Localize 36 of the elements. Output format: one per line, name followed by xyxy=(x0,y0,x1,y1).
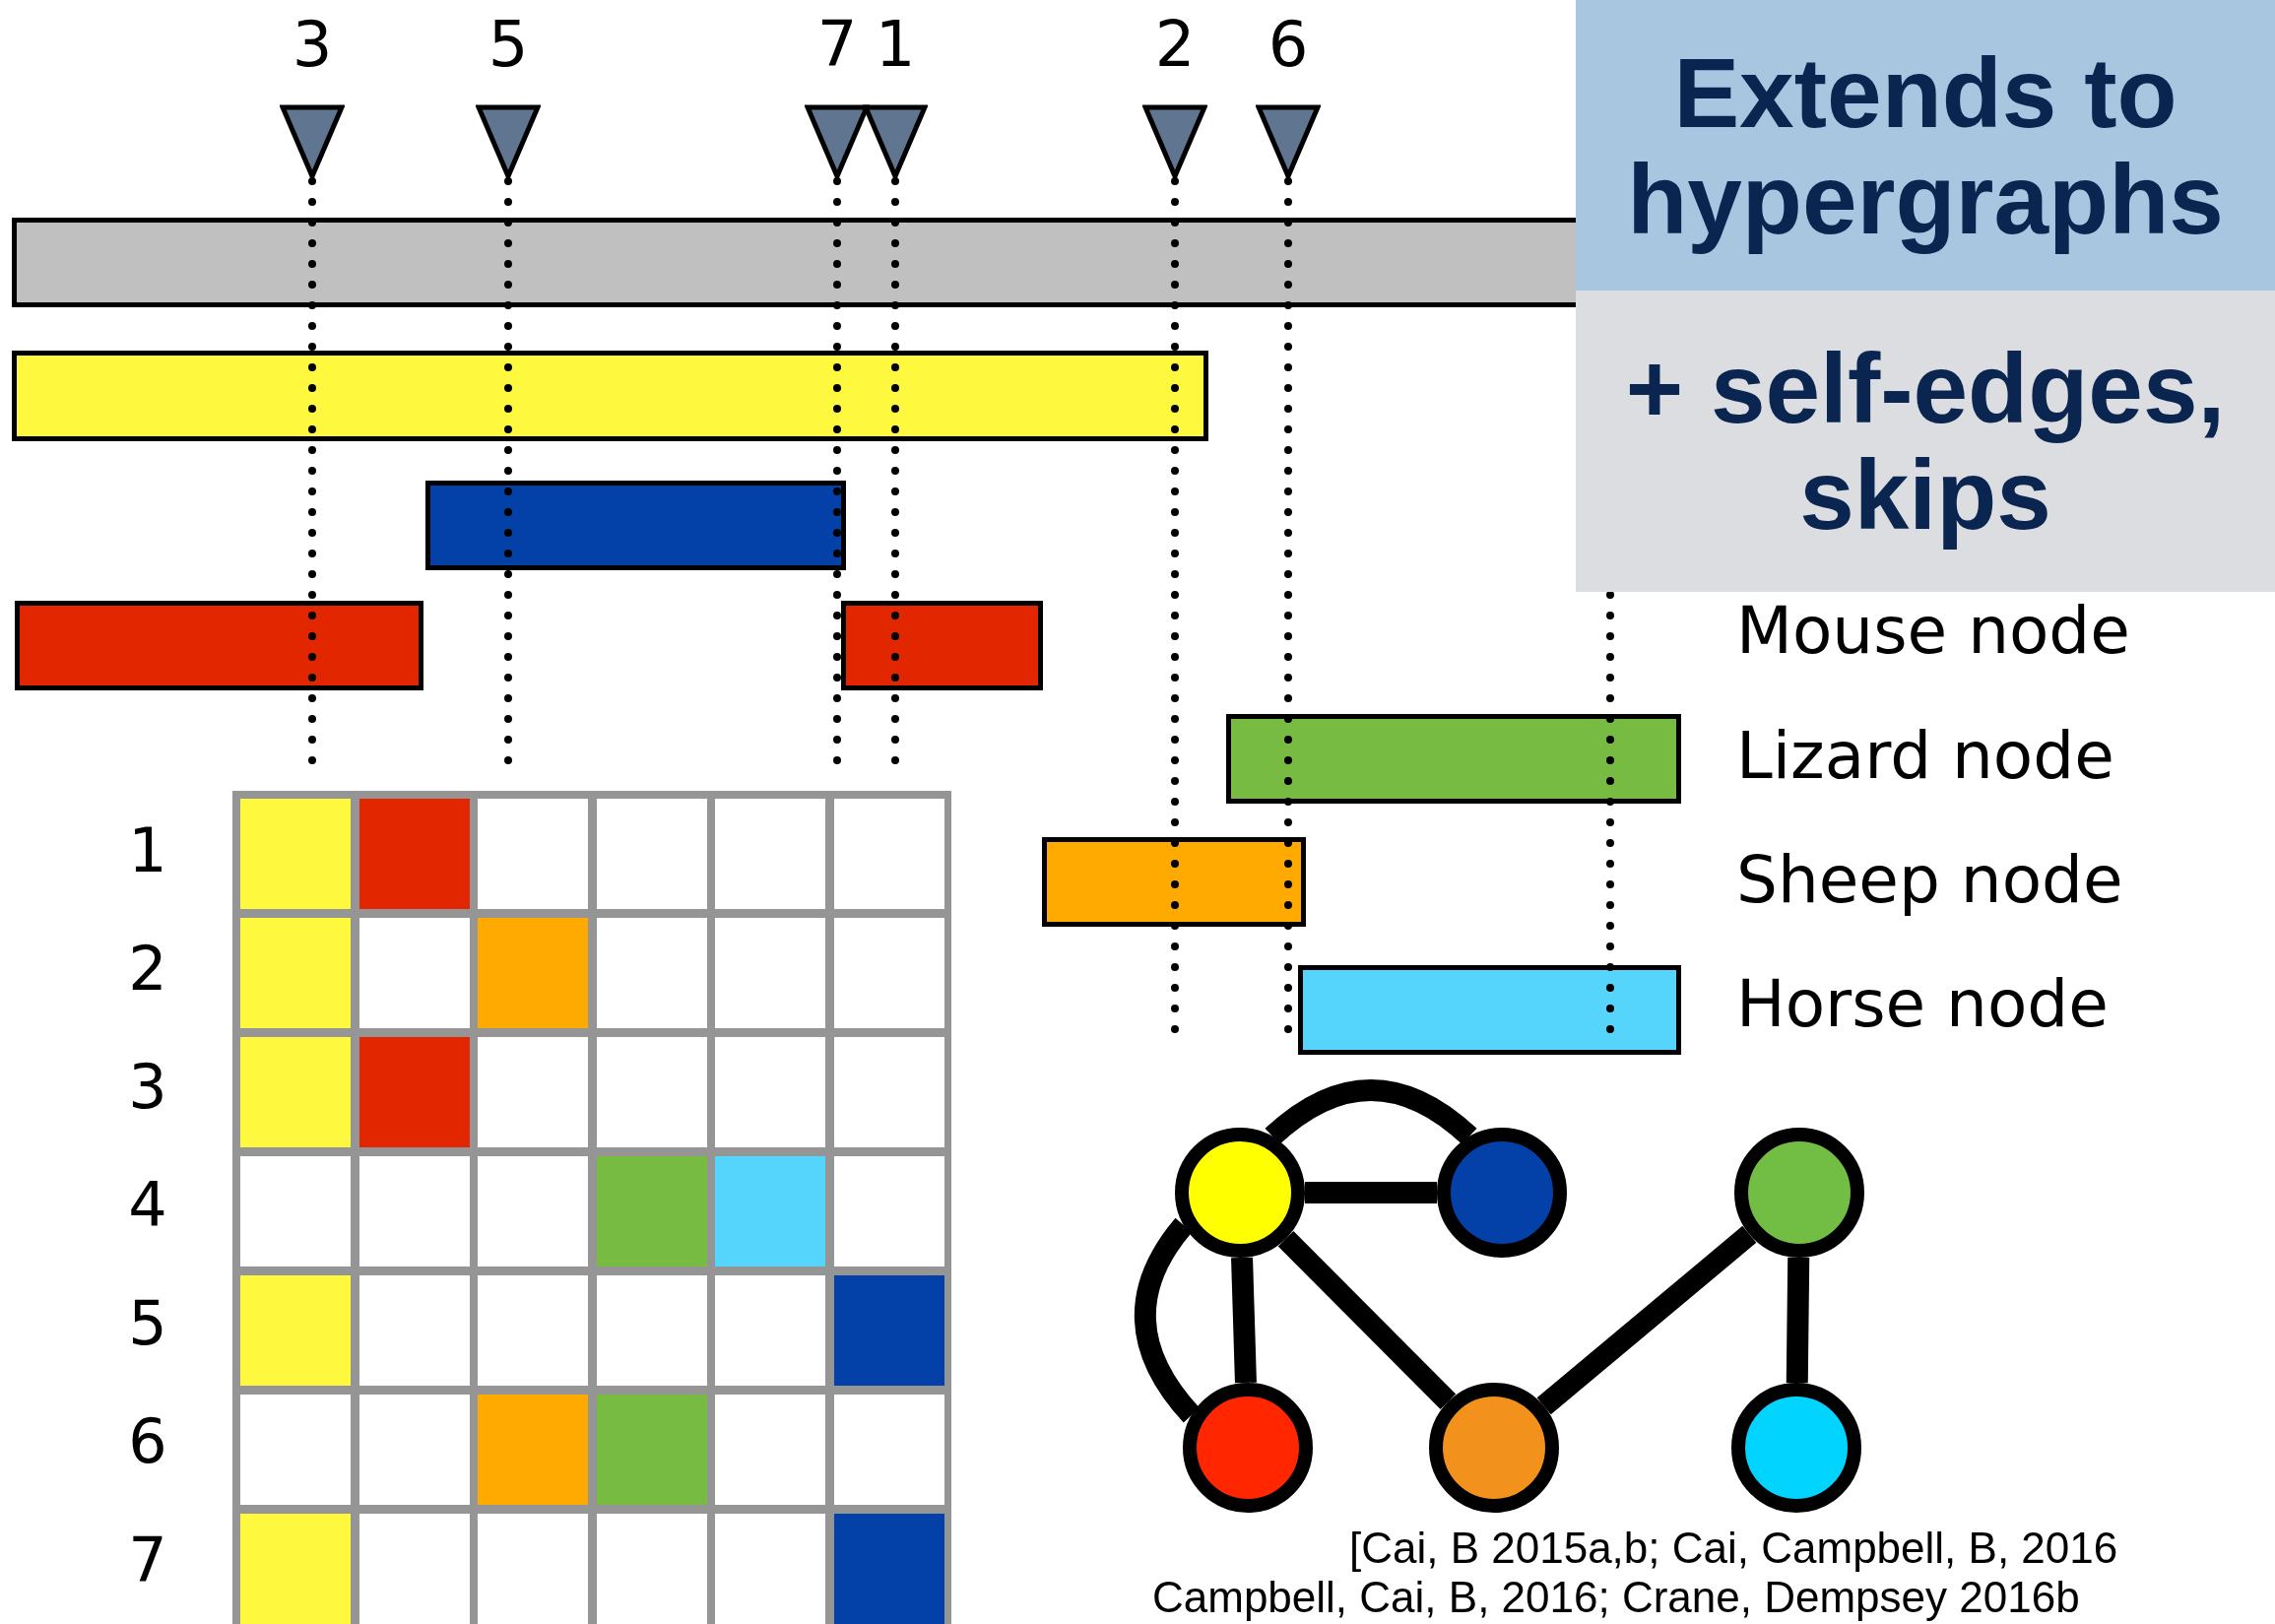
callout-box: Extends to hypergraphs xyxy=(1576,0,2275,291)
graph-edge xyxy=(1305,1182,1437,1203)
row-number: 5 xyxy=(127,1290,168,1358)
interval-bar xyxy=(841,601,1043,690)
marker-number: 2 xyxy=(1153,8,1197,81)
marker-number: 3 xyxy=(291,8,334,81)
marker-number: 1 xyxy=(874,8,917,81)
interval-bar xyxy=(1226,714,1681,804)
node-type-label: Lizard node xyxy=(1736,721,2114,793)
row-number: 4 xyxy=(127,1172,168,1240)
row-number: 1 xyxy=(127,817,168,885)
marker-number: 6 xyxy=(1267,8,1310,81)
marker-number: 5 xyxy=(487,8,530,81)
row-number: 3 xyxy=(127,1054,168,1122)
callout-box: + self-edges, skips xyxy=(1576,291,2275,592)
row-number: 6 xyxy=(127,1408,168,1476)
graph-edge xyxy=(1134,1218,1201,1423)
interval-bar xyxy=(1298,965,1681,1055)
marker-number: 7 xyxy=(815,8,859,81)
graph-edge xyxy=(1277,1231,1457,1409)
interval-bar xyxy=(12,218,1576,307)
node-type-label: Mouse node xyxy=(1736,596,2130,668)
interval-bar xyxy=(1042,837,1306,927)
graph-edge xyxy=(1536,1225,1757,1415)
citation-text: [Cai, B 2015a,b; Cai, Campbell, B, 2016 xyxy=(1349,1525,2118,1573)
interval-bar xyxy=(12,351,1208,441)
row-number: 7 xyxy=(127,1527,168,1594)
graph-edge xyxy=(1265,1078,1477,1145)
node-type-label: Sheep node xyxy=(1736,845,2123,917)
node-type-label: Horse node xyxy=(1736,969,2109,1041)
interval-bar xyxy=(15,601,423,690)
graph-edge xyxy=(1786,1257,1810,1384)
interval-bar xyxy=(425,481,846,570)
row-number: 2 xyxy=(127,936,168,1004)
citation-text: Campbell, Cai, B, 2016; Crane, Dempsey 2016b xyxy=(1152,1574,2080,1622)
graph-edge xyxy=(1231,1257,1257,1384)
